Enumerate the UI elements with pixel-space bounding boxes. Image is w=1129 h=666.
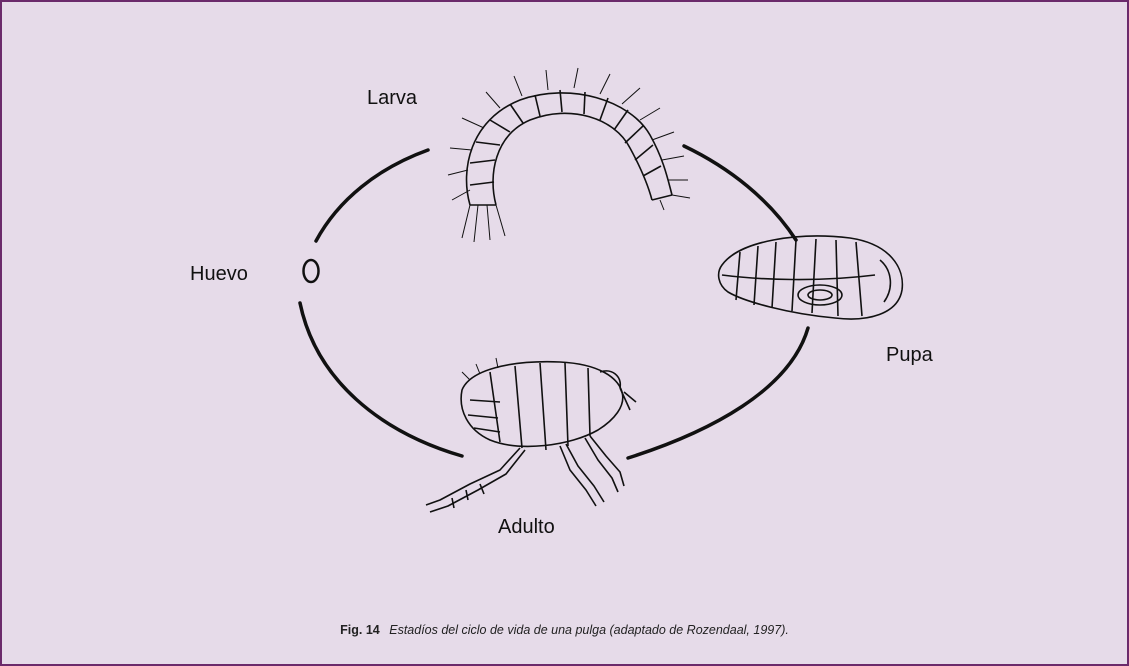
adult-flea-icon bbox=[426, 358, 636, 512]
arc-adult-to-egg bbox=[300, 303, 462, 456]
stage-label-larva: Larva bbox=[367, 87, 417, 110]
figure-caption: Fig. 14 Estadíos del ciclo de vida de un… bbox=[0, 623, 1129, 637]
arc-larva-to-pupa bbox=[684, 146, 796, 240]
larva-icon bbox=[448, 68, 690, 242]
egg-icon bbox=[304, 260, 319, 282]
stage-label-adult: Adulto bbox=[498, 516, 555, 539]
stage-label-pupa: Pupa bbox=[886, 344, 933, 367]
pupa-icon bbox=[719, 236, 903, 319]
arc-pupa-to-adult bbox=[628, 328, 808, 458]
cycle-arcs bbox=[300, 146, 808, 458]
arc-egg-to-larva bbox=[316, 150, 428, 241]
caption-text: Estadíos del ciclo de vida de una pulga … bbox=[389, 623, 789, 637]
figure-number: Fig. 14 bbox=[340, 623, 380, 637]
stage-label-egg: Huevo bbox=[190, 263, 248, 286]
